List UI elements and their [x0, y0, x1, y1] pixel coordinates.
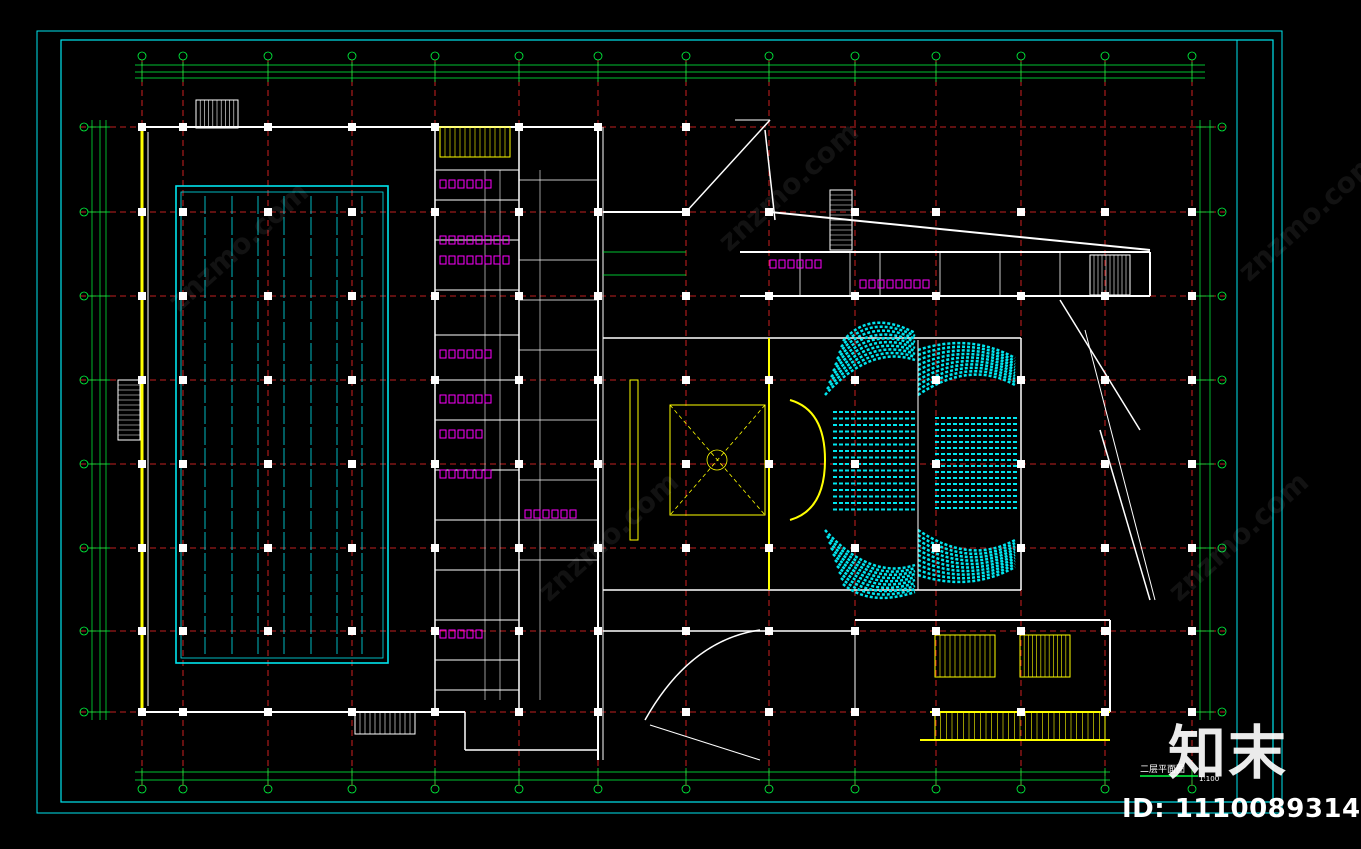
auditorium-seating: [824, 321, 1017, 600]
drawing-title: 二层平面图: [1140, 765, 1186, 775]
axis-bubbles: [79, 51, 1227, 794]
drawing-frame: [36, 30, 1283, 814]
stair-cases: [117, 99, 1131, 741]
image-id-label: ID: 1110089314: [1122, 794, 1361, 824]
structural-columns: [138, 123, 1196, 716]
swimming-pool: [175, 185, 389, 664]
axis-grid-lines: [80, 60, 1225, 790]
logo-text: 知末: [1168, 719, 1289, 787]
dimension-lines: [88, 62, 1214, 784]
znzmo-logo: 知末: [1168, 718, 1294, 788]
drawing-scale: 1:100: [1199, 775, 1220, 783]
toilet-fixtures: [439, 179, 930, 639]
